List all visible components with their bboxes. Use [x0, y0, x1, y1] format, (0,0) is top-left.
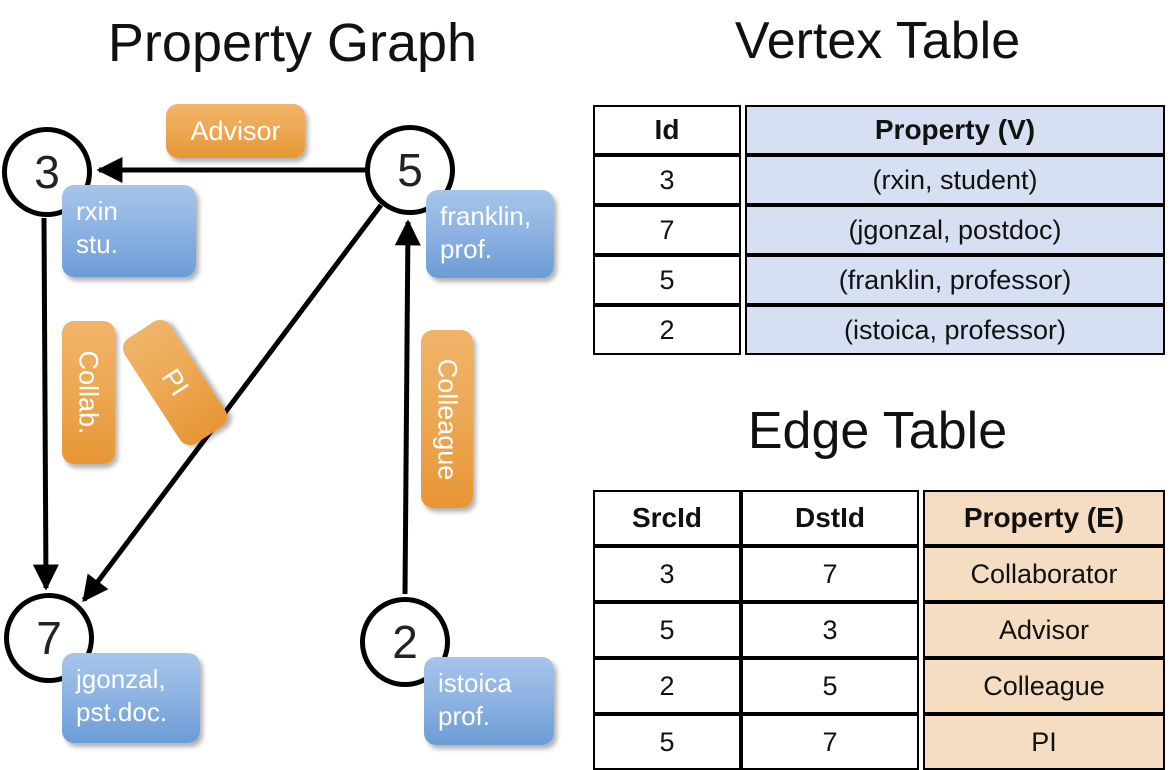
edge-row-3-dst: 7	[741, 714, 919, 770]
vertex-box-3-line2: stu.	[76, 229, 118, 259]
edge-box-advisor-label: Advisor	[190, 115, 281, 146]
graph-node-5[interactable]: 5	[365, 125, 455, 215]
vertex-row-2-id: 5	[593, 255, 741, 305]
table-row[interactable]: 3 7 Collaborator	[593, 546, 1165, 602]
table-row[interactable]: 5 (franklin, professor)	[593, 255, 1165, 305]
vertex-row-3-id: 2	[593, 305, 741, 355]
vertex-row-0-id: 3	[593, 155, 741, 205]
vertex-box-2-line2: prof.	[438, 701, 491, 731]
vertex-box-7-line1: jgonzal,	[76, 664, 166, 694]
vertex-box-5-line1: franklin,	[440, 201, 532, 231]
vertex-row-0-property: (rxin, student)	[745, 155, 1165, 205]
vertex-box-3-line1: rxin	[76, 196, 118, 226]
vertex-row-2-property: (franklin, professor)	[745, 255, 1165, 305]
edge-row-3-src: 5	[593, 714, 741, 770]
edge-box-collab-label: Collab.	[74, 350, 105, 435]
edge-line-colleague	[394, 219, 421, 595]
vertex-table-header-property: Property (V)	[745, 105, 1165, 155]
edge-table-header-srcid: SrcId	[593, 490, 741, 546]
edge-box-colleague-label: Colleague	[432, 358, 463, 480]
table-row[interactable]: 5 7 PI	[593, 714, 1165, 770]
graph-edges-svg	[32, 157, 421, 603]
page-title-property-graph: Property Graph	[107, 13, 478, 73]
edge-table-header-property: Property (E)	[923, 490, 1165, 546]
section-title-vertex-table: Vertex Table	[734, 12, 1021, 70]
edge-table-header-row: SrcId DstId Property (E)	[593, 490, 1165, 546]
vertex-row-1-id: 7	[593, 205, 741, 255]
vertex-table-header-id: Id	[593, 105, 741, 155]
vertex-table: Id Property (V) 3 (rxin, student) 7 (jgo…	[593, 105, 1165, 355]
table-row[interactable]: 2 (istoica, professor)	[593, 305, 1165, 355]
table-row[interactable]: 2 5 Colleague	[593, 658, 1165, 714]
vertex-property-box-3[interactable]: rxin stu.	[62, 185, 196, 277]
vertex-box-7-line2: pst.doc.	[76, 697, 168, 727]
graph-node-2[interactable]: 2	[360, 597, 450, 687]
edge-row-1-src: 5	[593, 602, 741, 658]
section-title-edge-table: Edge Table	[747, 402, 1008, 460]
edge-property-box-collab[interactable]: Collab.	[62, 321, 115, 464]
edge-row-0-property: Collaborator	[923, 546, 1165, 602]
vertex-box-5-line2: prof.	[440, 234, 493, 264]
edge-line-pi	[82, 203, 383, 603]
edge-row-2-dst: 5	[741, 658, 919, 714]
vertex-property-box-7[interactable]: jgonzal, pst.doc.	[62, 653, 200, 743]
vertex-property-box-2[interactable]: istoica prof.	[424, 657, 554, 745]
edge-row-2-src: 2	[593, 658, 741, 714]
edge-row-0-dst: 7	[741, 546, 919, 602]
edge-property-box-advisor[interactable]: Advisor	[166, 104, 305, 158]
edge-row-3-property: PI	[923, 714, 1165, 770]
edge-row-1-dst: 3	[741, 602, 919, 658]
vertex-row-3-property: (istoica, professor)	[745, 305, 1165, 355]
edge-line-collab	[32, 217, 59, 591]
vertex-box-2-line1: istoica	[438, 668, 512, 698]
vertex-property-box-5[interactable]: franklin, prof.	[426, 190, 554, 278]
vertex-table-header-row: Id Property (V)	[593, 105, 1165, 155]
table-row[interactable]: 3 (rxin, student)	[593, 155, 1165, 205]
edge-table: SrcId DstId Property (E) 3 7 Collaborato…	[593, 490, 1165, 770]
property-graph-diagram: 3 5 7 2 rxin stu. franklin, prof. jgonza…	[0, 0, 585, 760]
table-row[interactable]: 7 (jgonzal, postdoc)	[593, 205, 1165, 255]
edge-row-0-src: 3	[593, 546, 741, 602]
edge-table-header-dstid: DstId	[741, 490, 919, 546]
edge-row-1-property: Advisor	[923, 602, 1165, 658]
vertex-row-1-property: (jgonzal, postdoc)	[745, 205, 1165, 255]
edge-property-box-colleague[interactable]: Colleague	[421, 330, 473, 508]
table-row[interactable]: 5 3 Advisor	[593, 602, 1165, 658]
edge-box-pi-label: PI	[155, 363, 195, 402]
edge-row-2-property: Colleague	[923, 658, 1165, 714]
